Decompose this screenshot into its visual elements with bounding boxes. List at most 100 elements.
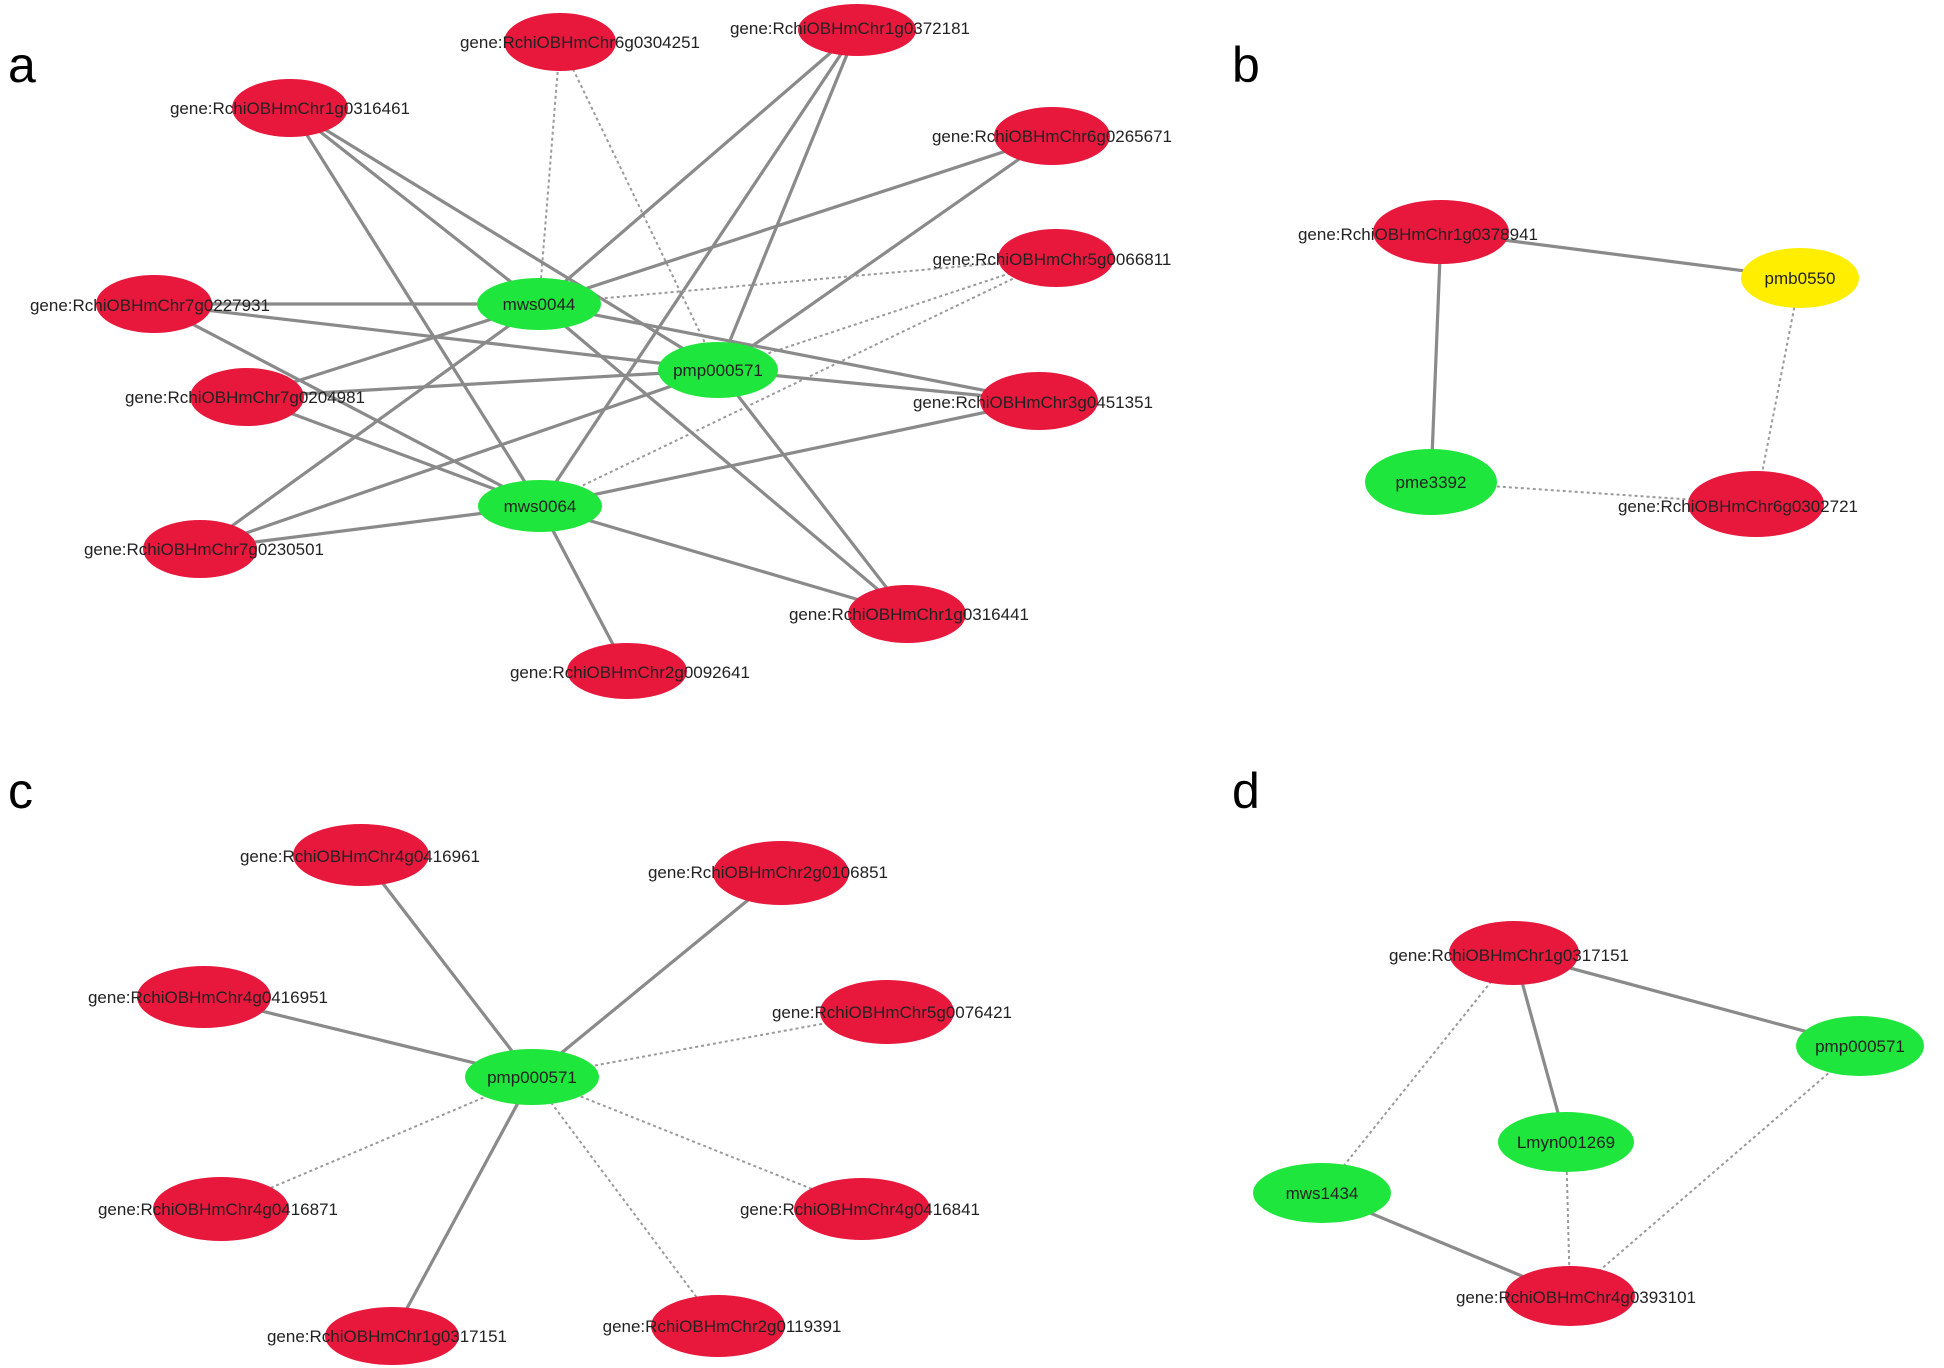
metabolite-node-shape bbox=[658, 342, 778, 398]
edge-g2_0106851-pmp000571c bbox=[530, 871, 783, 1079]
node-mws0064: mws0064 bbox=[478, 480, 602, 532]
node-g2_0119391: gene:RchiOBHmChr2g0119391 bbox=[603, 1295, 842, 1357]
gene-node-shape bbox=[153, 1177, 289, 1241]
node-label: gene:RchiOBHmChr4g0416961 bbox=[240, 847, 480, 866]
node-g2_0106851: gene:RchiOBHmChr2g0106851 bbox=[648, 841, 888, 905]
highlight-node-shape bbox=[1741, 248, 1859, 308]
node-g1_0317151d: gene:RchiOBHmChr1g0317151 bbox=[1389, 921, 1629, 985]
edge-g1_0316461-mws0064 bbox=[288, 107, 542, 507]
node-g1_0316441: gene:RchiOBHmChr1g0316441 bbox=[789, 585, 1029, 643]
node-label: gene:RchiOBHmChr4g0416951 bbox=[88, 988, 328, 1007]
metabolite-node-shape bbox=[1253, 1163, 1391, 1223]
edge-g1_0378941-pme3392 bbox=[1429, 231, 1443, 483]
gene-node-shape bbox=[998, 229, 1114, 287]
node-Lmyn001269: Lmyn001269 bbox=[1498, 1112, 1634, 1172]
node-label: gene:RchiOBHmChr1g0372181 bbox=[730, 19, 970, 38]
node-label: gene:RchiOBHmChr5g0066811 bbox=[933, 250, 1172, 269]
edge-g6_0304251-pmp000571 bbox=[559, 41, 719, 371]
node-g6_0302721: gene:RchiOBHmChr6g0302721 bbox=[1618, 471, 1858, 537]
gene-node-shape bbox=[293, 824, 429, 886]
node-label: gene:RchiOBHmChr1g0317151 bbox=[1389, 946, 1629, 965]
gene-node-shape bbox=[1505, 1266, 1635, 1326]
edge-g1_0317151c-pmp000571c bbox=[390, 1076, 534, 1337]
node-g6_0304251: gene:RchiOBHmChr6g0304251 bbox=[460, 13, 700, 71]
node-label: gene:RchiOBHmChr4g0416871 bbox=[98, 1200, 338, 1219]
edge-g7_0227931-mws0064 bbox=[153, 302, 541, 508]
gene-node-shape bbox=[137, 966, 271, 1028]
node-label: gene:RchiOBHmChr6g0265671 bbox=[932, 127, 1172, 146]
metabolite-node-shape bbox=[1498, 1112, 1634, 1172]
panel-a-letter: a bbox=[8, 37, 36, 93]
node-label: gene:RchiOBHmChr7g0204981 bbox=[125, 388, 365, 407]
edge-g7_0230501-pmp000571 bbox=[199, 368, 719, 551]
edge-g7_0230501-mws0044 bbox=[199, 302, 540, 551]
edge-g1_0316441-mws0064 bbox=[539, 504, 908, 616]
node-label: gene:RchiOBHmChr2g0092641 bbox=[510, 663, 750, 682]
node-label: gene:RchiOBHmChr7g0227931 bbox=[30, 296, 270, 315]
node-label: mws0064 bbox=[504, 497, 577, 516]
node-label: gene:RchiOBHmChr1g0316461 bbox=[170, 99, 410, 118]
node-pmb0550: pmb0550 bbox=[1741, 248, 1859, 308]
edge-g7_0204981-mws0064 bbox=[246, 395, 541, 508]
node-g6_0265671: gene:RchiOBHmChr6g0265671 bbox=[932, 107, 1172, 165]
node-label: gene:RchiOBHmChr2g0119391 bbox=[603, 1317, 842, 1336]
panel-b-letter: b bbox=[1232, 37, 1260, 93]
gene-node-shape bbox=[798, 4, 916, 56]
gene-node-shape bbox=[143, 520, 257, 578]
edge-g3_0451351-mws0064 bbox=[539, 399, 1040, 508]
gene-node-shape bbox=[1688, 471, 1824, 537]
edge-g1_0372181-pmp000571 bbox=[716, 29, 859, 371]
node-g2_0092641: gene:RchiOBHmChr2g0092641 bbox=[510, 643, 750, 699]
edge-g7_0204981-pmp000571 bbox=[246, 368, 719, 399]
edge-g6_0265671-pmp000571 bbox=[717, 134, 1053, 372]
metabolite-node-shape bbox=[465, 1049, 599, 1105]
node-g4_0393101: gene:RchiOBHmChr4g0393101 bbox=[1456, 1266, 1696, 1326]
gene-node-shape bbox=[848, 585, 966, 643]
edge-g4_0416871-pmp000571c bbox=[220, 1076, 533, 1210]
node-label: mws0044 bbox=[503, 295, 576, 314]
node-pmp000571d: pmp000571 bbox=[1796, 1016, 1924, 1076]
panel-d: d gene:RchiOBHmChr1g0317151 pmp000571Lmyn… bbox=[1232, 763, 1924, 1326]
node-g4_0416871: gene:RchiOBHmChr4g0416871 bbox=[98, 1177, 338, 1241]
node-g4_0416951: gene:RchiOBHmChr4g0416951 bbox=[88, 966, 328, 1028]
edge-g2_0119391-pmp000571c bbox=[531, 1076, 719, 1327]
gene-node-shape bbox=[820, 980, 954, 1044]
edge-g6_0304251-mws0044 bbox=[538, 41, 561, 305]
gene-node-shape bbox=[96, 275, 212, 333]
node-label: gene:RchiOBHmChr1g0316441 bbox=[789, 605, 1029, 624]
node-label: gene:RchiOBHmChr4g0416841 bbox=[740, 1200, 980, 1219]
node-g1_0316461: gene:RchiOBHmChr1g0316461 bbox=[170, 79, 410, 137]
edge-g6_0265671-mws0044 bbox=[538, 134, 1053, 306]
node-label: gene:RchiOBHmChr3g0451351 bbox=[913, 393, 1153, 412]
gene-node-shape bbox=[567, 643, 687, 699]
metabolite-node-shape bbox=[478, 480, 602, 532]
node-g1_0317151c: gene:RchiOBHmChr1g0317151 bbox=[267, 1307, 507, 1365]
edge-g2_0092641-mws0064 bbox=[538, 505, 629, 672]
node-mws0044: mws0044 bbox=[477, 278, 601, 330]
edge-g5_0066811-pmp000571 bbox=[717, 257, 1057, 371]
node-label: pmp000571 bbox=[1815, 1037, 1905, 1056]
node-g5_0076421: gene:RchiOBHmChr5g0076421 bbox=[772, 980, 1012, 1044]
node-pmp000571c: pmp000571 bbox=[465, 1049, 599, 1105]
node-g4_0416841: gene:RchiOBHmChr4g0416841 bbox=[740, 1178, 980, 1240]
metabolite-node-shape bbox=[1796, 1016, 1924, 1076]
node-g5_0066811: gene:RchiOBHmChr5g0066811 bbox=[933, 229, 1172, 287]
edge-pmb0550-g6_0302721 bbox=[1755, 277, 1801, 505]
node-label: pmp000571 bbox=[673, 361, 763, 380]
gene-node-shape bbox=[1373, 200, 1509, 264]
node-pmp000571: pmp000571 bbox=[658, 342, 778, 398]
gene-node-shape bbox=[713, 841, 849, 905]
edge-g3_0451351-mws0044 bbox=[538, 302, 1040, 403]
panel-c: c gene:RchiOBHmChr4g0416961gene:RchiOBHm… bbox=[8, 763, 1012, 1365]
edge-g1_0372181-mws0044 bbox=[537, 28, 859, 306]
edge-g1_0317151d-mws1434 bbox=[1321, 952, 1515, 1194]
node-label: pmb0550 bbox=[1765, 269, 1836, 288]
node-mws1434: mws1434 bbox=[1253, 1163, 1391, 1223]
metabolite-node-shape bbox=[1365, 449, 1497, 515]
edge-g4_0416841-pmp000571c bbox=[531, 1076, 863, 1210]
node-g7_0230501: gene:RchiOBHmChr7g0230501 bbox=[84, 520, 324, 578]
edge-g1_0316441-mws0044 bbox=[537, 302, 909, 616]
panel-d-letter: d bbox=[1232, 763, 1260, 819]
node-label: gene:RchiOBHmChr6g0304251 bbox=[460, 33, 700, 52]
